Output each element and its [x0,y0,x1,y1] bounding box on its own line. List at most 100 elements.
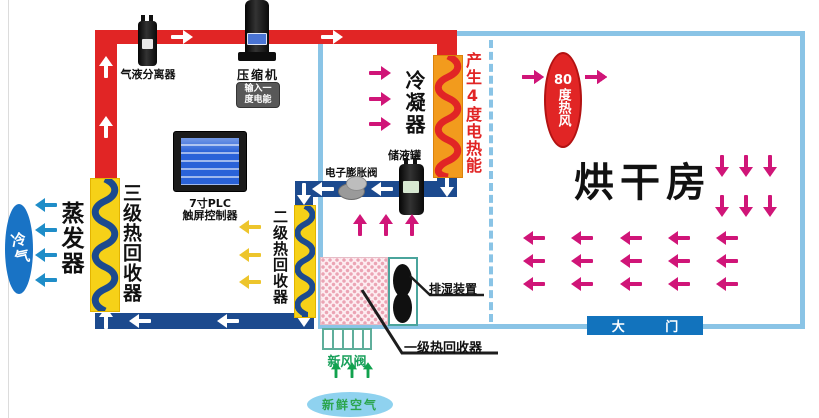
fresh-air-label: 新鲜空气 [321,398,378,412]
room-wall-top [318,31,805,36]
stage2-recovery-coil [294,205,316,318]
room-partition-dashed [489,40,493,322]
door: 大 门 [587,316,703,335]
plc-label-line2: 触屏控制器 [182,209,238,222]
recovered-heat-arrow [238,275,262,289]
drying-room-title: 烘干房 [574,160,712,206]
heat-gain-label: 产生4度电热能 [463,52,482,174]
return-air-arrow [522,231,546,245]
condenser-coil [433,55,463,178]
return-air-arrow [619,277,643,291]
plc-screen [181,138,239,185]
hot-air-arrow [722,70,746,84]
receiver-label: 储液罐 [388,149,421,162]
fresh-air-oval: 新鲜空气 [307,392,393,417]
pipe-flow-arrow [311,182,335,196]
return-air-arrows-grid [522,231,739,291]
pipe-flow-arrow [216,314,240,328]
return-air-arrow [522,277,546,291]
expansion-valve-label: 电子膨胀阀 [325,167,378,179]
return-air-arrow [619,231,643,245]
hot-air-arrow [630,70,654,84]
return-air-arrow [570,277,594,291]
hot-air-arrow [722,96,746,110]
separator-sticker [142,39,153,49]
hot-air-arrow [676,96,700,110]
fresh-air-arrow [347,367,357,379]
cold-air-arrow [34,248,58,262]
cold-air-arrow [34,198,58,212]
cold-air-arrow [34,223,58,237]
recovered-heat-arrow [238,248,262,262]
return-air-arrow [715,277,739,291]
return-air-arrow [522,254,546,268]
evaporator-label: 蒸发器 [57,201,83,276]
circulate-down-arrow [715,154,729,178]
cold-air-arrow [34,273,58,287]
pipe-flow-arrow [370,182,394,196]
compressor-sticker [247,33,267,45]
compressor-base [238,52,276,61]
fresh-air-arrows [328,366,372,392]
fresh-air-valve-vent [322,328,372,350]
dehumidifier-fan [393,264,412,297]
recovered-heat-arrow [238,220,262,234]
separator-stub [141,15,145,22]
hot-air-arrow [521,122,545,136]
hot-air-arrows-col1 [521,70,545,136]
stage2-recovery-label: 二级热回收器 [271,209,289,305]
circulate-down-arrow [739,194,753,218]
pipe-flow-arrow [99,55,113,79]
compressor-label: 压缩机 [236,68,279,82]
hot-air-arrow [676,122,700,136]
door-label: 大 门 [611,320,697,335]
fresh-air-arrow [331,367,341,379]
separator-label: 气液分离器 [120,68,176,81]
return-air-arrow [570,254,594,268]
separator-stub [149,15,153,22]
hot-air-badge-oval: 80 度热风 [544,52,582,148]
plc-controller-device [173,131,247,192]
stage1-recovery-box [320,257,388,325]
receiver-sticker [403,181,419,193]
return-air-arrow [570,231,594,245]
pipe-flow-arrow [170,30,194,44]
compressor-device [245,0,269,55]
condenser-label: 冷凝器 [402,70,426,136]
hot-pipe-vertical-left [95,30,117,178]
return-air-arrow [667,231,691,245]
warm-air-arrow [368,66,392,80]
hot-air-badge-top: 80 [553,73,573,88]
hot-air-arrow [584,122,608,136]
compressor-energy-badge: 输入一 度电能 [236,82,280,108]
cold-air-label: 冷气 [7,230,32,268]
air-up-arrow [405,213,419,237]
plc-label-line1: 7寸PLC [189,197,231,210]
hot-air-arrow [722,122,746,136]
receiver-stub [413,158,417,165]
warm-air-arrow [368,92,392,106]
hot-air-badge-rest: 度热风 [555,88,571,127]
cold-air-oval: 冷气 [5,204,33,294]
dehumidifier-label: 排湿装置 [429,282,478,296]
hot-pipe-elbow-condenser [437,30,457,58]
warm-air-arrow [368,117,392,131]
pipe-flow-arrow [99,115,113,139]
badge-line1: 输入一 [244,84,272,94]
receiver-stub [404,158,408,165]
circulate-down-arrow [763,194,777,218]
stage3-recovery-label: 三级热回收器 [120,183,142,303]
circulate-down-arrow [739,154,753,178]
air-up-arrow [379,213,393,237]
pipe-flow-arrow [320,30,344,44]
room-wall-left [318,31,323,329]
circulate-down-arrow [763,154,777,178]
dehumidifier-fan [393,292,412,323]
pipe-flow-arrow [297,182,311,206]
hot-air-arrow [630,122,654,136]
stage1-recovery-label: 一级热回收器 [404,341,483,356]
pipe-flow-arrow [128,314,152,328]
return-air-arrow [619,254,643,268]
return-air-arrow [667,277,691,291]
